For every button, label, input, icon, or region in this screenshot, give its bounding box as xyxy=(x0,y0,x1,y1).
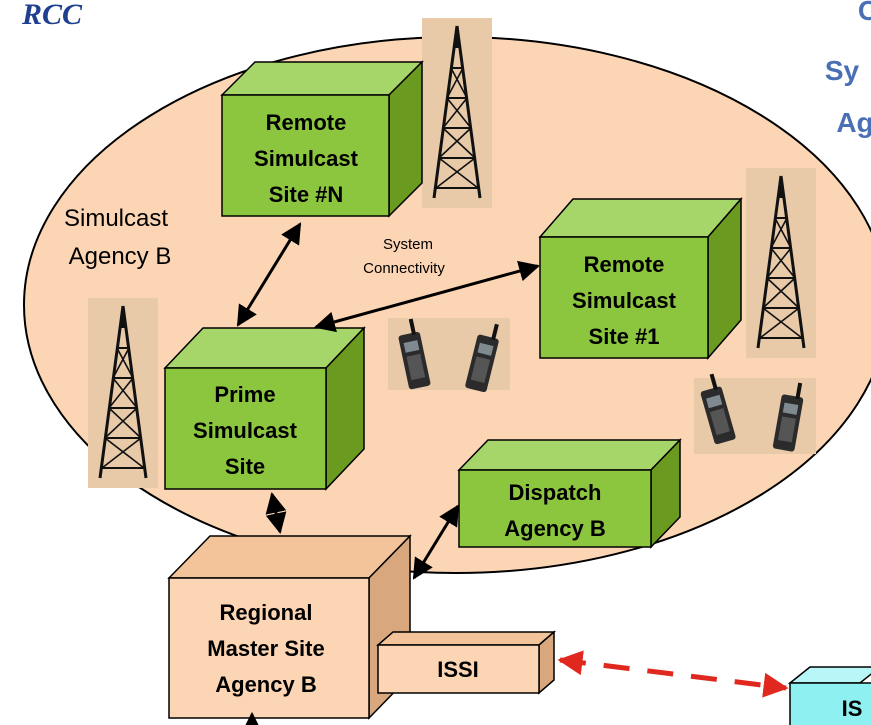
link-issi-red xyxy=(557,650,789,698)
connectivity-label: Connectivity xyxy=(363,260,445,277)
title-line-1: C xyxy=(858,0,871,26)
remote-site-n-label: Remote xyxy=(266,110,347,135)
issi-label: ISSI xyxy=(437,657,479,682)
dispatch-label: Agency B xyxy=(504,516,605,541)
dispatch-box: Dispatch Agency B xyxy=(457,438,682,549)
regional-master-label: Master Site xyxy=(207,636,324,661)
issi-partner-box: IS xyxy=(787,666,871,725)
remote-site-n-label: Simulcast xyxy=(254,146,359,171)
remote-site-n-label: Site #N xyxy=(269,182,344,207)
tower-icon xyxy=(744,166,818,360)
dispatch-label: Dispatch xyxy=(509,480,602,505)
prime-site-label: Simulcast xyxy=(193,418,298,443)
remote-site-n-box: Remote Simulcast Site #N xyxy=(220,60,424,218)
connectivity-label: System xyxy=(383,236,433,253)
tower-icon xyxy=(420,16,494,210)
rcc-logo: RCC xyxy=(21,0,83,31)
link-remote-n-prime xyxy=(236,222,302,327)
tower-icon xyxy=(86,296,160,490)
radio-group-2 xyxy=(694,372,816,454)
issi-box: ISSI xyxy=(375,630,557,695)
prime-site-label: Prime xyxy=(214,382,275,407)
link-dispatch-master xyxy=(412,504,460,580)
link-remote-1-prime xyxy=(313,260,541,333)
title-line-2: Sy xyxy=(825,55,860,86)
regional-master-label: Agency B xyxy=(215,672,316,697)
link-prime-master xyxy=(265,491,287,535)
remote-site-1-label: Site #1 xyxy=(589,324,660,349)
remote-site-1-label: Remote xyxy=(584,252,665,277)
region-label: Simulcast xyxy=(64,205,168,232)
remote-site-1-box: Remote Simulcast Site #1 xyxy=(538,196,743,361)
region-label: Agency B xyxy=(69,243,172,270)
regional-master-label: Regional xyxy=(220,600,313,625)
regional-master-box: Regional Master Site Agency B xyxy=(167,534,412,720)
issi-partner-label: IS xyxy=(842,696,863,721)
title-line-3: Ag xyxy=(836,107,871,138)
prime-site-label: Site xyxy=(225,454,265,479)
remote-site-1-label: Simulcast xyxy=(572,288,677,313)
radio-group-1 xyxy=(388,317,510,393)
prime-site-box: Prime Simulcast Site xyxy=(163,326,366,491)
